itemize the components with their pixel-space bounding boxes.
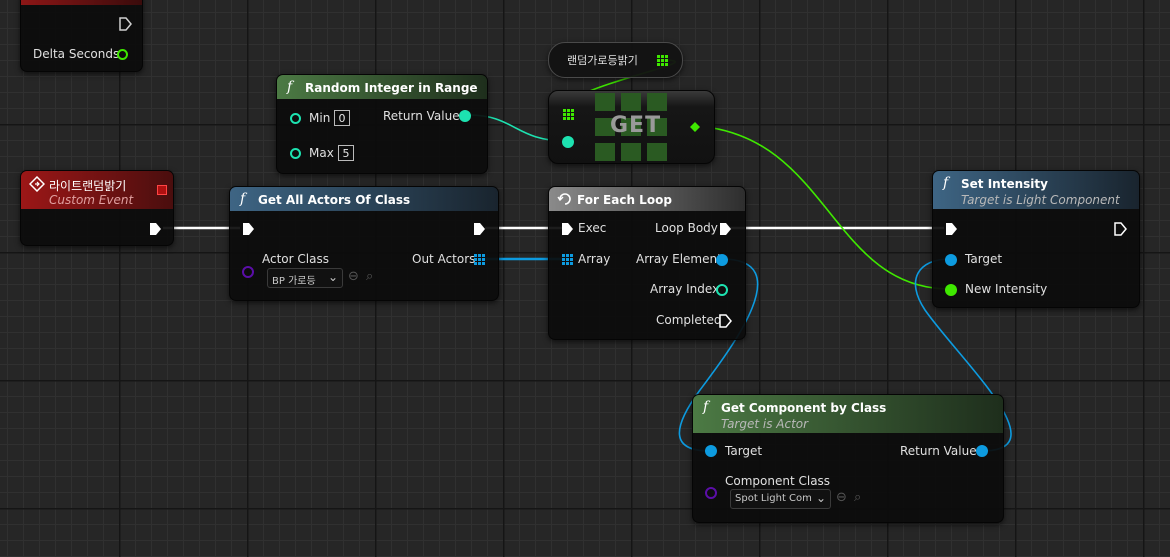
- return-value-pin[interactable]: [976, 445, 988, 457]
- value-out-pin[interactable]: [690, 122, 700, 132]
- completed-pin[interactable]: [718, 313, 732, 329]
- exec-in-pin[interactable]: [241, 221, 255, 237]
- exec-out-pin[interactable]: [118, 16, 132, 32]
- chevron-down-icon: ⌄: [327, 270, 338, 284]
- array-grid-icon[interactable]: [657, 55, 668, 66]
- min-label: Min: [309, 111, 331, 125]
- get-all-actors-node[interactable]: f Get All Actors Of Class Actor Class BP…: [229, 186, 499, 301]
- node-header: For Each Loop: [549, 187, 745, 211]
- min-input[interactable]: 0: [334, 110, 350, 126]
- return-value-label: Return Value: [900, 444, 977, 458]
- exec-out-pin[interactable]: [1113, 221, 1127, 237]
- random-integer-node[interactable]: f Random Integer in Range Min 0 Max 5 Re…: [276, 74, 488, 174]
- node-header: [21, 0, 142, 5]
- function-f-icon: f: [287, 79, 293, 95]
- function-f-icon: f: [240, 191, 246, 207]
- new-intensity-pin[interactable]: [945, 284, 957, 296]
- delegate-pin-icon[interactable]: [157, 185, 167, 195]
- array-index-label: Array Index: [650, 282, 720, 296]
- custom-event-node[interactable]: 라이트랜덤밝기 Custom Event: [20, 170, 174, 246]
- function-f-icon: f: [703, 399, 709, 415]
- min-pin[interactable]: [290, 113, 301, 124]
- event-subtitle: Custom Event: [49, 193, 134, 207]
- float-wire: [695, 125, 951, 290]
- array-element-pin[interactable]: [716, 254, 728, 266]
- function-f-icon: f: [943, 175, 949, 191]
- event-diamond-icon: [29, 176, 45, 192]
- variable-get-node[interactable]: 랜덤가로등밝기: [548, 42, 683, 78]
- delta-seconds-label: Delta Seconds: [33, 47, 120, 61]
- search-icon[interactable]: ⌕: [854, 490, 862, 505]
- for-each-loop-node[interactable]: For Each Loop Exec Array Loop Body Array…: [548, 186, 746, 340]
- component-class-value: Spot Light Com: [735, 493, 812, 504]
- actor-class-label: Actor Class: [262, 252, 329, 266]
- target-pin[interactable]: [705, 445, 717, 457]
- exec-in-pin[interactable]: [560, 221, 574, 237]
- out-actors-label: Out Actors: [412, 252, 476, 266]
- get-label: GET: [610, 113, 662, 138]
- return-value-label: Return Value: [383, 109, 460, 123]
- loop-icon: [557, 193, 571, 205]
- node-subtitle: Target is Light Component: [961, 193, 1120, 207]
- exec-in-pin[interactable]: [944, 221, 958, 237]
- array-get-node[interactable]: GET: [548, 90, 715, 164]
- set-intensity-node[interactable]: f Set Intensity Target is Light Componen…: [932, 170, 1140, 308]
- component-class-pin[interactable]: [705, 487, 717, 499]
- node-title: For Each Loop: [577, 193, 672, 207]
- node-header: 라이트랜덤밝기 Custom Event: [21, 171, 173, 209]
- target-pin[interactable]: [945, 254, 957, 266]
- exec-label: Exec: [578, 221, 607, 235]
- use-selected-icon[interactable]: ⊖: [348, 269, 359, 284]
- return-value-pin[interactable]: [459, 110, 471, 122]
- completed-label: Completed: [656, 313, 722, 327]
- array-grid-background-icon: [595, 93, 667, 161]
- new-intensity-label: New Intensity: [965, 282, 1048, 296]
- get-component-node[interactable]: f Get Component by Class Target is Actor…: [692, 394, 1004, 523]
- loop-body-pin[interactable]: [718, 221, 732, 237]
- node-title: Get All Actors Of Class: [258, 193, 411, 207]
- delta-seconds-pin[interactable]: [117, 49, 128, 60]
- event-title: 라이트랜덤밝기: [49, 179, 127, 193]
- node-title: Get Component by Class: [721, 401, 887, 415]
- node-header: f Random Integer in Range: [277, 75, 487, 99]
- array-in-pin[interactable]: [562, 254, 573, 265]
- array-index-pin[interactable]: [716, 284, 728, 296]
- out-actors-pin[interactable]: [474, 254, 485, 265]
- actor-class-dropdown[interactable]: BP 가로등 ⌄: [267, 268, 343, 288]
- array-label: Array: [578, 252, 611, 266]
- array-element-label: Array Element: [636, 252, 722, 266]
- max-label: Max: [309, 146, 334, 160]
- component-class-dropdown[interactable]: Spot Light Com ⌄: [730, 489, 831, 509]
- exec-out-pin[interactable]: [472, 221, 486, 237]
- node-title: Random Integer in Range: [305, 81, 478, 95]
- search-icon[interactable]: ⌕: [366, 269, 374, 284]
- node-header: f Set Intensity Target is Light Componen…: [933, 171, 1139, 209]
- variable-label: 랜덤가로등밝기: [567, 54, 638, 67]
- actor-class-value: BP 가로등: [272, 276, 316, 287]
- max-input[interactable]: 5: [338, 145, 354, 161]
- max-pin[interactable]: [290, 148, 301, 159]
- tick-event-node[interactable]: Delta Seconds: [20, 0, 143, 72]
- target-label: Target: [965, 252, 1003, 266]
- node-header: f Get All Actors Of Class: [230, 187, 498, 211]
- chevron-down-icon: ⌄: [815, 491, 826, 505]
- use-selected-icon[interactable]: ⊖: [836, 490, 847, 505]
- node-header: f Get Component by Class Target is Actor: [693, 395, 1003, 433]
- component-class-label: Component Class: [725, 474, 831, 488]
- index-pin[interactable]: [562, 136, 574, 148]
- node-title: Set Intensity: [961, 177, 1048, 191]
- array-grid-icon[interactable]: [563, 109, 574, 120]
- actor-class-pin[interactable]: [242, 266, 254, 278]
- object-wire: [914, 258, 1012, 452]
- node-subtitle: Target is Actor: [721, 417, 809, 431]
- target-label: Target: [725, 444, 763, 458]
- exec-out-pin[interactable]: [148, 221, 162, 237]
- object-wire: [678, 258, 759, 452]
- loop-body-label: Loop Body: [655, 221, 718, 235]
